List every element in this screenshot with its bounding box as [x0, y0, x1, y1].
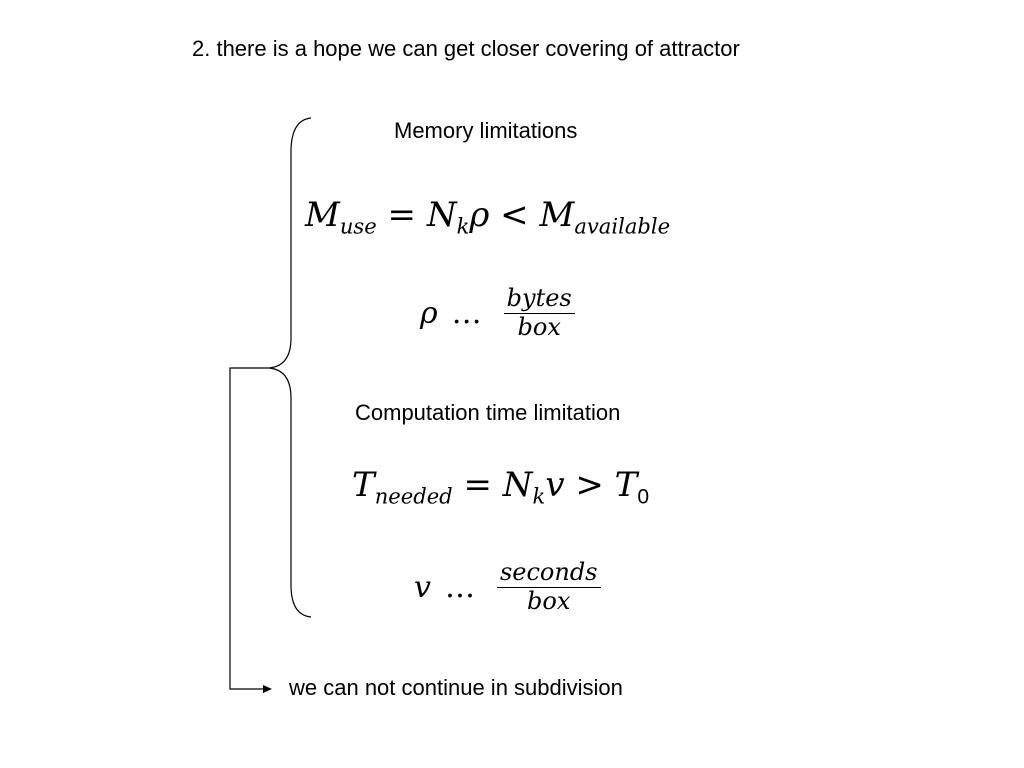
fraction-numerator: seconds [496, 559, 601, 589]
slide-title: 2. there is a hope we can get closer cov… [192, 36, 740, 61]
n-subscript: k [532, 483, 546, 509]
m-use-subscript: use [339, 213, 377, 239]
memory-equation: Muse = Nkρ < Mavailable [305, 195, 670, 238]
rho-symbol: ρ [420, 295, 438, 331]
conclusion-text: we can not continue in subdivision [289, 675, 623, 700]
n-subscript: k [456, 213, 470, 239]
v-symbol: v [414, 569, 431, 605]
t-needed-symbol: T [352, 465, 375, 505]
rho-definition: ρ … bytes box [420, 285, 575, 342]
bytes-per-box-fraction: bytes box [503, 285, 575, 342]
fraction-denominator: box [527, 587, 571, 616]
ellipsis: … [451, 295, 482, 331]
seconds-per-box-fraction: seconds box [496, 559, 601, 616]
m-available-symbol: M [539, 195, 575, 235]
computation-heading: Computation time limitation [355, 400, 621, 425]
n-symbol: N [426, 195, 457, 235]
t-zero-subscript: 0 [637, 485, 650, 509]
t-zero-symbol: T [614, 465, 638, 505]
m-use-symbol: M [305, 195, 340, 235]
t-needed-subscript: needed [374, 483, 453, 509]
connector-line [229, 367, 269, 690]
m-available-subscript: available [574, 213, 671, 239]
n-symbol: N [502, 465, 533, 505]
memory-heading: Memory limitations [394, 118, 578, 143]
v-factor: v [545, 465, 565, 505]
greater-than-sign: > [575, 465, 604, 505]
equals-sign: = [463, 465, 492, 505]
curly-brace [268, 117, 312, 618]
rho-factor: ρ [469, 195, 490, 235]
ellipsis: … [444, 569, 475, 605]
less-than-sign: < [500, 195, 529, 235]
time-equation: Tneeded = Nkv > T0 [352, 465, 649, 509]
arrowhead [263, 685, 272, 693]
equals-sign: = [387, 195, 417, 235]
fraction-numerator: bytes [503, 285, 575, 315]
fraction-denominator: box [517, 313, 561, 342]
v-definition: v … seconds box [414, 559, 601, 616]
